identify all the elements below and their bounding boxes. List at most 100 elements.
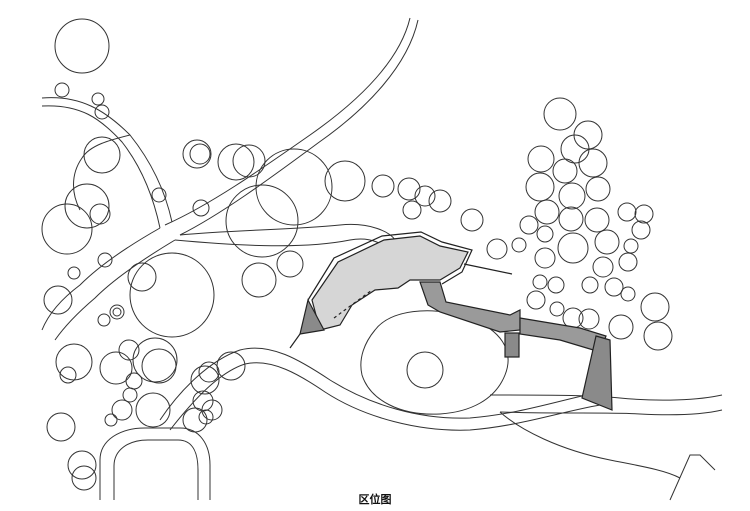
tree-canopy (549, 301, 565, 317)
tree-canopy (640, 292, 670, 322)
road-edge (179, 223, 396, 241)
road-edge (489, 394, 723, 401)
tree-canopy (192, 199, 210, 217)
building-outline (307, 231, 473, 301)
tree-canopy (592, 256, 614, 278)
tree-canopy (604, 277, 624, 297)
figure-caption: 区位图 (358, 493, 392, 506)
tree-canopy (189, 143, 211, 165)
tree-canopy (182, 139, 212, 169)
road-edge (499, 411, 681, 479)
building (289, 231, 613, 411)
tree-canopy (43, 285, 73, 315)
tree-canopy (643, 321, 673, 351)
tree-canopy (402, 200, 422, 220)
tree-canopy (534, 199, 560, 225)
building-wedge-left (299, 298, 325, 335)
tree-canopy (631, 220, 651, 240)
tree-canopy (511, 237, 527, 253)
tree-canopy (132, 337, 178, 383)
building-tower-right (581, 335, 613, 411)
tree-canopy (618, 252, 638, 272)
tree-canopy (608, 314, 634, 340)
tree-canopy (525, 172, 555, 202)
tree-canopy (55, 343, 93, 381)
tree-canopy (83, 136, 121, 174)
tree-canopy (135, 392, 171, 428)
tree-canopy (584, 207, 610, 233)
tree-canopy (371, 174, 395, 198)
tree-canopy (581, 276, 599, 294)
tree-canopy (560, 134, 590, 164)
tree-canopy (225, 184, 299, 258)
tree-canopy (241, 262, 277, 298)
road-edge (169, 362, 601, 431)
tree-canopy (112, 307, 122, 317)
road-edge (499, 409, 723, 416)
tree-canopy (54, 18, 110, 74)
tree-canopy (129, 252, 215, 338)
tree-canopy (190, 365, 220, 395)
tree-canopy (89, 203, 111, 225)
tree-canopy (46, 412, 76, 442)
tree-canopy (104, 413, 118, 427)
tree-canopy (276, 250, 304, 278)
tree-canopy (97, 252, 113, 268)
bridge-joint (504, 332, 520, 358)
tree-canopy (255, 148, 333, 226)
tree-canopy (634, 204, 654, 224)
tree-canopy (547, 276, 565, 294)
tree-canopy (558, 206, 584, 232)
tree-canopy (127, 262, 157, 292)
stair-marks (333, 289, 373, 319)
tree-canopies (41, 18, 673, 491)
tree-canopy (94, 104, 110, 120)
tree-canopy (578, 308, 600, 330)
tree-canopy (534, 247, 556, 269)
tree-canopy (71, 465, 97, 491)
tree-canopy (198, 409, 214, 425)
road-edge (41, 105, 161, 229)
pier-line (463, 263, 513, 275)
tree-canopy (585, 176, 611, 202)
tree-canopy (67, 266, 81, 280)
tree-canopy (578, 148, 608, 178)
court-edge (113, 439, 199, 500)
tree-canopy (111, 399, 133, 421)
tree-canopy (91, 92, 105, 106)
tree-canopy (151, 187, 167, 203)
tree-canopy (486, 238, 508, 260)
tree-canopy (125, 372, 143, 390)
tree-canopy (41, 203, 93, 255)
road-edge (54, 239, 176, 341)
tree-canopy (532, 274, 548, 290)
tree-canopy (620, 286, 636, 302)
road-edge (669, 454, 716, 501)
tree-canopy (198, 361, 220, 383)
road-edge (164, 17, 411, 226)
tree-canopy (324, 160, 366, 202)
tree-canopy (406, 351, 444, 389)
tree-canopy (54, 82, 70, 98)
tree-canopy (594, 229, 620, 255)
road-edge (159, 347, 601, 421)
tree-canopy (414, 185, 436, 207)
pier-line (289, 333, 301, 349)
road-edge (73, 134, 131, 211)
tree-canopy (118, 339, 140, 361)
tree-canopy (67, 450, 97, 480)
tree-canopy (460, 208, 484, 232)
court-edge (99, 427, 211, 500)
tree-canopy (543, 97, 577, 131)
bridge-segment (419, 281, 521, 333)
tree-canopy (397, 177, 421, 201)
tree-canopy (97, 313, 111, 327)
tree-canopy (552, 158, 578, 184)
tree-canopy (526, 290, 546, 310)
tree-canopy (557, 232, 589, 264)
tree-canopy (536, 225, 554, 243)
building-main-hall (311, 235, 469, 331)
tree-canopy (558, 182, 586, 210)
tree-canopy (519, 215, 539, 235)
